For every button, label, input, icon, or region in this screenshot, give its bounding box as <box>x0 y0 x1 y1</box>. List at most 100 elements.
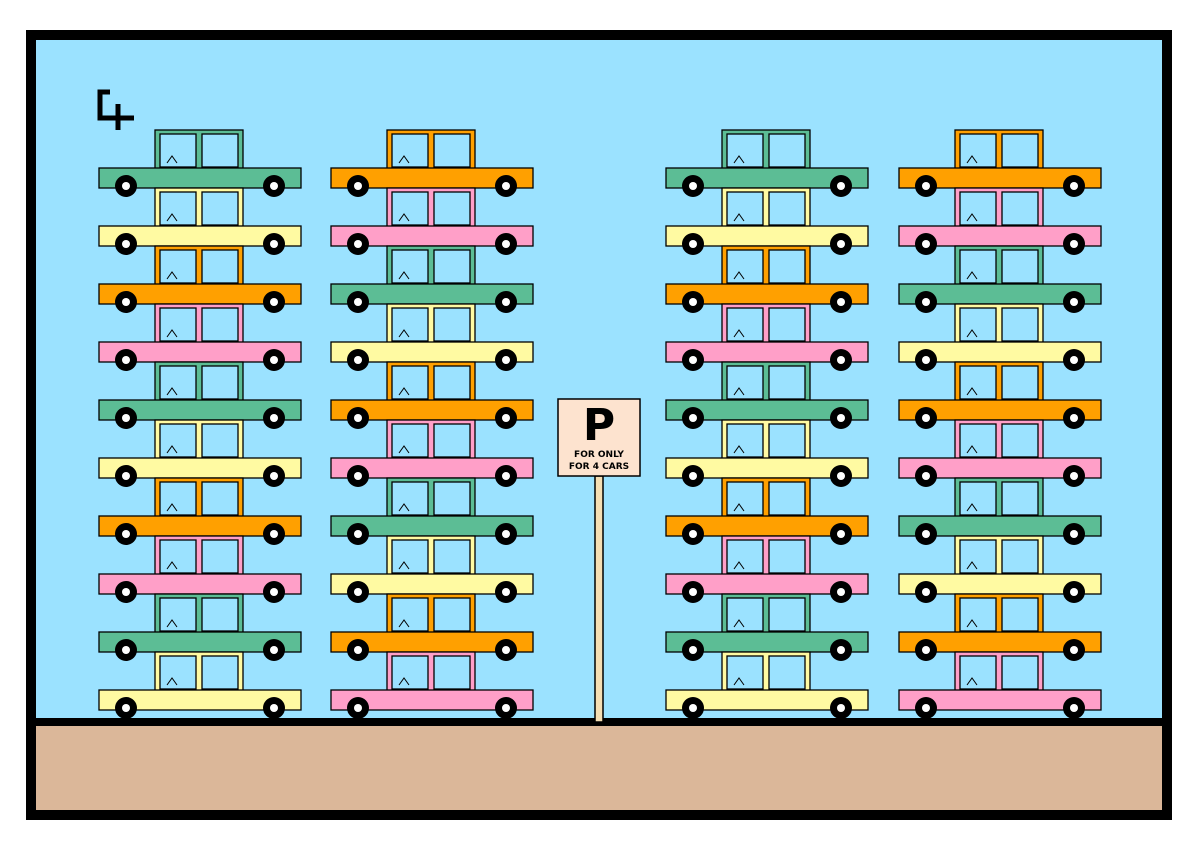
steering-wheel-icon <box>166 677 178 686</box>
car-green <box>98 129 302 197</box>
car-window <box>726 307 764 342</box>
wheel-hub <box>689 704 697 712</box>
wheel-hub <box>837 414 845 422</box>
wheel-hub <box>837 530 845 538</box>
wheel-hub <box>922 298 930 306</box>
car-window <box>201 307 239 342</box>
steering-wheel-icon <box>966 445 978 454</box>
wheel-hub <box>922 530 930 538</box>
wheel-hub <box>1070 588 1078 596</box>
car-window <box>1001 655 1039 690</box>
wheel-hub <box>1070 646 1078 654</box>
car-window <box>1001 539 1039 574</box>
wheel-hub <box>122 414 130 422</box>
steering-wheel-icon <box>966 503 978 512</box>
car-window <box>391 655 429 690</box>
steering-wheel-icon <box>733 619 745 628</box>
car-window <box>159 481 197 516</box>
stack-4 <box>898 129 1102 719</box>
wheel-hub <box>502 356 510 364</box>
car-green <box>898 245 1102 313</box>
wheel-hub <box>922 646 930 654</box>
car-orange <box>98 477 302 545</box>
steering-wheel-icon <box>733 503 745 512</box>
car-pink <box>330 419 534 487</box>
car-stacks <box>98 129 1102 719</box>
steering-wheel-icon <box>398 155 410 164</box>
car-window <box>201 191 239 226</box>
steering-wheel-icon <box>733 677 745 686</box>
wheel-hub <box>354 356 362 364</box>
wheel-hub <box>122 356 130 364</box>
car-window <box>201 133 239 168</box>
steering-wheel-icon <box>398 677 410 686</box>
car-window <box>959 307 997 342</box>
steering-wheel-icon <box>733 271 745 280</box>
wheel-hub <box>354 414 362 422</box>
wheel-hub <box>354 472 362 480</box>
picture-frame <box>26 30 1172 820</box>
car-window <box>201 249 239 284</box>
car-pink <box>665 535 869 603</box>
car-window <box>201 539 239 574</box>
car-yellow <box>98 187 302 255</box>
wheel-hub <box>122 646 130 654</box>
wheel-hub <box>1070 356 1078 364</box>
steering-wheel-icon <box>966 619 978 628</box>
car-pink <box>898 187 1102 255</box>
wheel-hub <box>922 704 930 712</box>
car-yellow <box>330 303 534 371</box>
car-window <box>768 133 806 168</box>
car-window <box>391 539 429 574</box>
car-window <box>433 365 471 400</box>
stack-3 <box>665 129 869 719</box>
wheel-hub <box>354 240 362 248</box>
wheel-hub <box>837 588 845 596</box>
car-orange <box>665 477 869 545</box>
ground <box>32 722 1166 814</box>
car-window <box>1001 191 1039 226</box>
steering-wheel-icon <box>966 329 978 338</box>
car-orange <box>330 361 534 429</box>
car-window <box>159 133 197 168</box>
wheel-hub <box>270 240 278 248</box>
wheel-hub <box>689 472 697 480</box>
wheel-hub <box>922 240 930 248</box>
car-window <box>1001 423 1039 458</box>
wheel-hub <box>270 414 278 422</box>
car-green <box>665 361 869 429</box>
car-orange <box>898 361 1102 429</box>
car-window <box>433 249 471 284</box>
car-body <box>98 689 302 711</box>
car-yellow <box>665 187 869 255</box>
wheel-hub <box>689 646 697 654</box>
steering-wheel-icon <box>398 561 410 570</box>
car-window <box>768 249 806 284</box>
car-body <box>330 689 534 711</box>
wheel-hub <box>922 356 930 364</box>
car-window <box>959 191 997 226</box>
steering-wheel-icon <box>398 503 410 512</box>
car-pink <box>330 651 534 719</box>
steering-wheel-icon <box>966 271 978 280</box>
car-window <box>391 481 429 516</box>
car-window <box>159 423 197 458</box>
steering-wheel-icon <box>166 329 178 338</box>
steering-wheel-icon <box>966 387 978 396</box>
car-window <box>433 539 471 574</box>
car-window <box>726 655 764 690</box>
car-window <box>391 423 429 458</box>
wheel-hub <box>689 356 697 364</box>
car-body <box>665 689 869 711</box>
wheel-hub <box>354 298 362 306</box>
sign-line-2: FOR 4 CARS <box>569 462 629 472</box>
car-window <box>433 191 471 226</box>
car-window <box>433 133 471 168</box>
car-window <box>391 191 429 226</box>
wheel-hub <box>270 472 278 480</box>
steering-wheel-icon <box>166 213 178 222</box>
artist-signature-icon <box>97 89 134 130</box>
car-window <box>159 597 197 632</box>
wheel-hub <box>922 414 930 422</box>
wheel-hub <box>837 704 845 712</box>
